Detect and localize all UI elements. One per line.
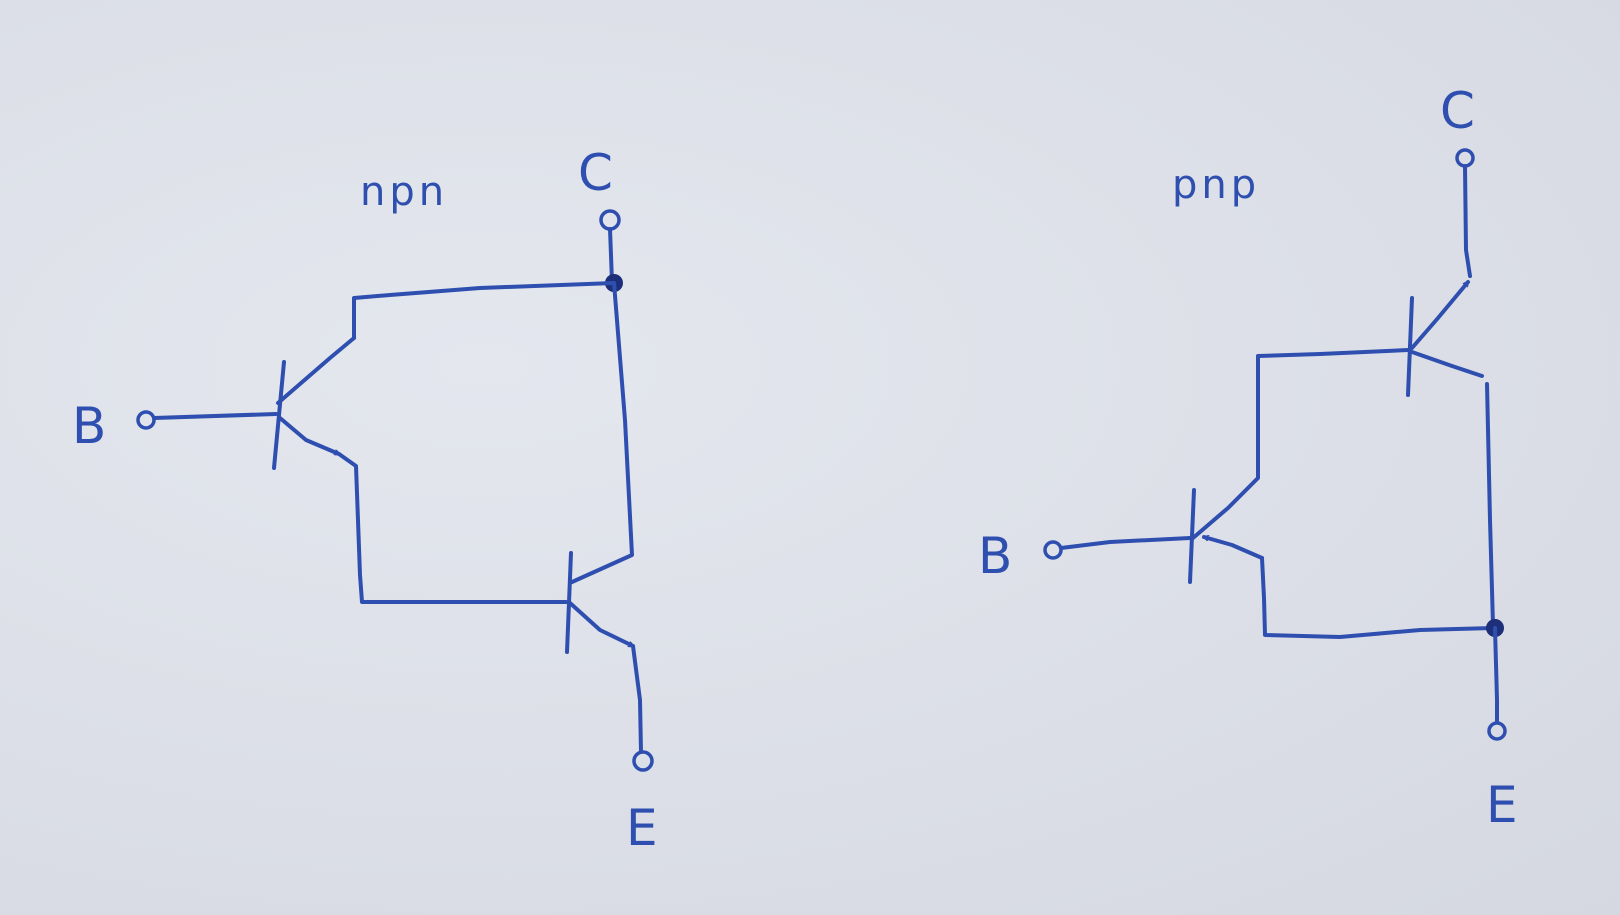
pnp-collector-terminal bbox=[1455, 148, 1475, 168]
npn-base-label: B bbox=[72, 397, 106, 455]
npn-q2-collector-wire bbox=[570, 281, 634, 584]
pnp-emitter-lead bbox=[1493, 626, 1499, 724]
pnp-base-label: B bbox=[978, 527, 1012, 585]
npn-emitter-lead bbox=[631, 644, 643, 754]
npn-darlington: npn C B E bbox=[72, 144, 658, 857]
pnp-q1-base-bar bbox=[1188, 488, 1196, 584]
pnp-base-wire bbox=[1059, 536, 1192, 550]
npn-collector-label: C bbox=[578, 144, 613, 202]
npn-q1-base-bar bbox=[272, 360, 286, 470]
npn-collector-terminal bbox=[599, 209, 621, 231]
pnp-q2-base-bar bbox=[1406, 296, 1414, 397]
npn-q1-emitter-arrow bbox=[278, 416, 339, 456]
npn-q2-emitter-arrow bbox=[568, 601, 633, 648]
npn-emitter-terminal bbox=[632, 750, 654, 772]
pnp-emitter-terminal bbox=[1487, 721, 1507, 741]
npn-base-wire bbox=[152, 412, 278, 420]
pnp-right-emitter-wire bbox=[1485, 382, 1495, 627]
npn-base-terminal bbox=[136, 410, 156, 430]
pnp-q1-collector-arrow bbox=[1202, 537, 1264, 560]
pnp-base-terminal bbox=[1043, 540, 1063, 560]
pnp-collector-label: C bbox=[1440, 82, 1475, 140]
npn-q1-emitter-to-q2-base bbox=[337, 452, 568, 604]
pnp-q1-collector-bus bbox=[1260, 556, 1495, 639]
pnp-collector-lead bbox=[1463, 164, 1472, 278]
npn-q1-collector-wire bbox=[276, 336, 356, 405]
npn-emitter-label: E bbox=[626, 799, 658, 857]
npn-collector-lead bbox=[608, 227, 614, 284]
pnp-type-label: pnp bbox=[1172, 162, 1260, 208]
pnp-darlington: pnp C B E bbox=[978, 82, 1518, 834]
pnp-q2-collector-arrow bbox=[1410, 280, 1470, 350]
npn-collector-bus bbox=[352, 281, 616, 340]
npn-type-label: npn bbox=[360, 169, 448, 215]
pnp-q1-emitter-wire bbox=[1191, 480, 1256, 540]
pnp-emitter-label: E bbox=[1486, 776, 1518, 834]
pnp-q2-base-wire bbox=[1252, 348, 1410, 484]
pnp-q2-emitter-wire bbox=[1410, 350, 1484, 378]
